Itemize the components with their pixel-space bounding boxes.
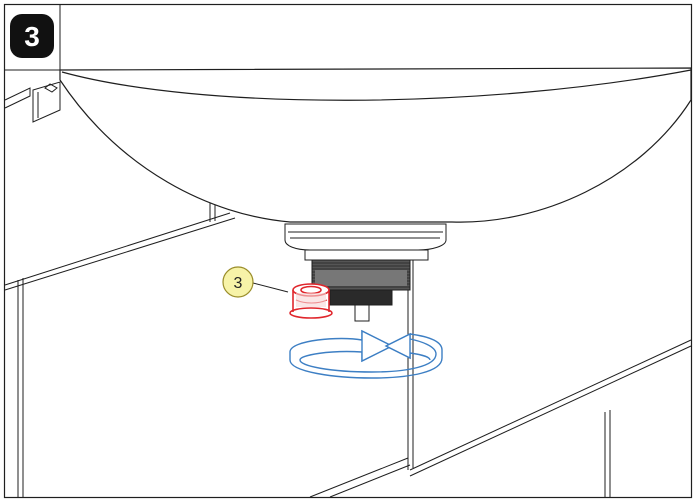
callout-number: 3 bbox=[234, 275, 243, 292]
callout-leader-line bbox=[252, 282, 289, 293]
washbasin bbox=[59, 67, 692, 223]
rotate-clockwise-arrow-icon bbox=[289, 329, 443, 379]
wall-tiles bbox=[4, 87, 692, 498]
drain-assembly bbox=[284, 223, 447, 322]
cabinet-corner bbox=[5, 5, 61, 123]
part-callout: 3 bbox=[222, 266, 254, 298]
step-number: 3 bbox=[24, 21, 40, 52]
step-number-badge: 3 bbox=[10, 14, 54, 58]
seal-part-highlight bbox=[289, 283, 333, 319]
step-badge-background bbox=[10, 14, 54, 58]
callout-bubble bbox=[222, 266, 254, 298]
